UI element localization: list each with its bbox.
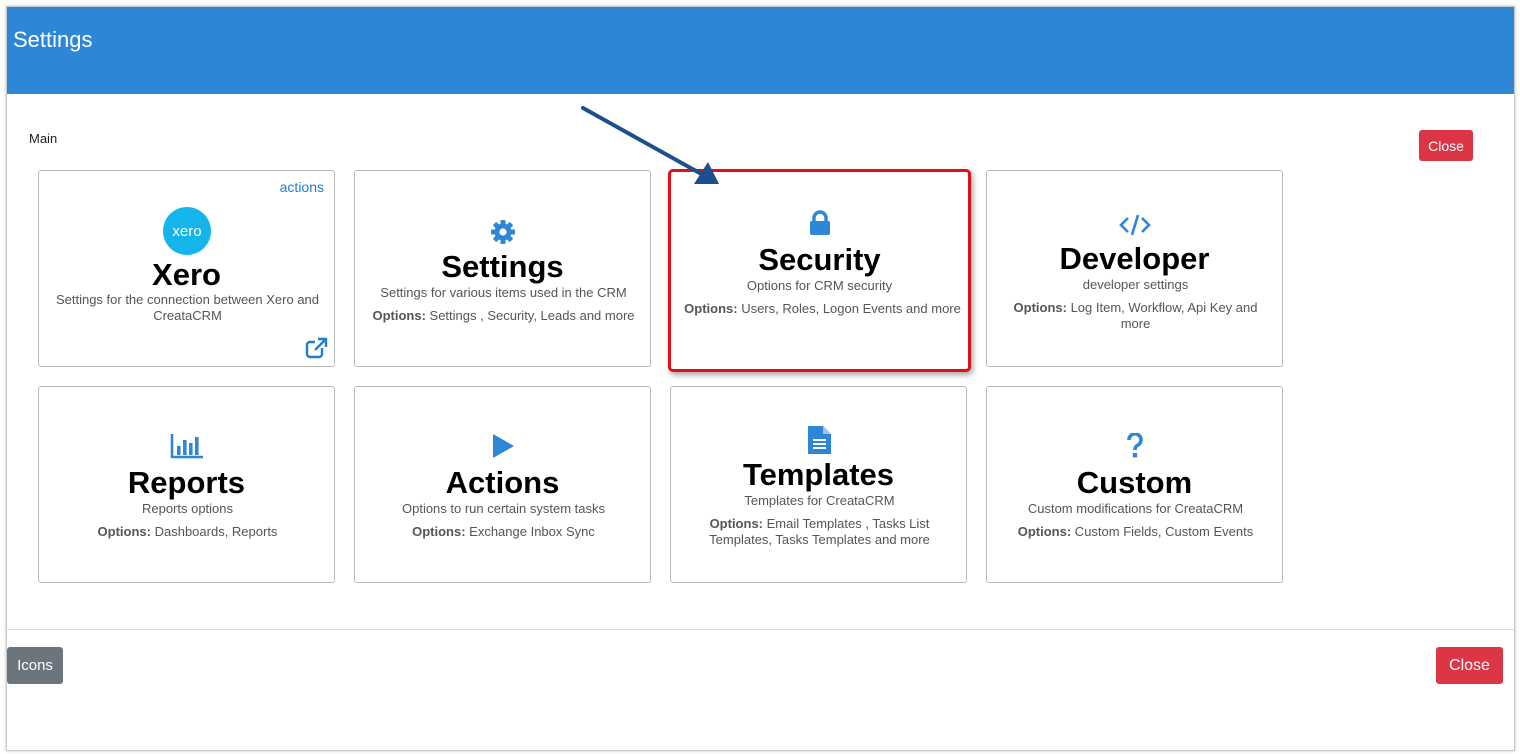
card-title: Security: [758, 242, 881, 277]
breadcrumb: Main: [29, 131, 58, 146]
card-developer[interactable]: Developer developer settings Options: Lo…: [986, 170, 1283, 367]
card-title: Settings: [441, 249, 564, 284]
options-label: Options:: [709, 516, 763, 531]
card-options: Options: Email Templates , Tasks List Te…: [681, 516, 958, 548]
card-reports[interactable]: Reports Reports options Options: Dashboa…: [38, 386, 335, 583]
settings-window: Settings Main Close actions xero Xero Se…: [6, 6, 1515, 751]
card-description: Options for CRM security: [746, 278, 893, 293]
gear-icon: [355, 219, 650, 245]
options-label: Options:: [684, 301, 738, 316]
card-title: Actions: [445, 465, 560, 500]
xero-logo-icon: xero: [39, 207, 334, 255]
card-actions[interactable]: Actions Options to run certain system ta…: [354, 386, 651, 583]
card-description: Custom modifications for CreataCRM: [1027, 501, 1244, 516]
card-options: Options: Exchange Inbox Sync: [365, 524, 642, 540]
question-icon: [987, 433, 1282, 459]
card-title: Xero: [152, 257, 221, 292]
options-text: Dashboards, Reports: [150, 524, 278, 539]
card-templates[interactable]: Templates Templates for CreataCRM Option…: [670, 386, 967, 583]
options-label: Options:: [412, 524, 466, 539]
card-custom[interactable]: Custom Custom modifications for CreataCR…: [986, 386, 1283, 583]
options-text: Exchange Inbox Sync: [465, 524, 595, 539]
page-title: Settings: [13, 27, 93, 52]
card-description: Settings for the connection between Xero…: [55, 292, 320, 323]
options-label: Options:: [1017, 524, 1072, 539]
card-description: Templates for CreataCRM: [744, 493, 895, 508]
options-text: Settings , Security, Leads and more: [425, 308, 635, 323]
options-text: Users, Roles, Logon Events and more: [737, 301, 961, 316]
close-button-top[interactable]: Close: [1419, 130, 1473, 161]
options-text: Log Item, Workflow, Api Key and more: [1066, 300, 1258, 331]
card-description: Reports options: [141, 501, 234, 516]
xero-logo-text: xero: [172, 223, 201, 240]
card-options: Options: Log Item, Workflow, Api Key and…: [997, 300, 1274, 332]
card-title: Templates: [742, 457, 895, 492]
document-icon: [671, 425, 966, 455]
card-options: Options: Settings , Security, Leads and …: [365, 308, 642, 324]
options-text: Email Templates , Tasks List Templates, …: [709, 516, 930, 547]
bar-chart-icon: [39, 433, 334, 459]
icons-button[interactable]: Icons: [7, 647, 63, 684]
xero-actions-link[interactable]: actions: [279, 179, 324, 195]
play-icon: [355, 433, 650, 459]
card-description: developer settings: [1082, 277, 1189, 292]
card-options: Options: Users, Roles, Logon Events and …: [684, 301, 961, 317]
options-label: Options:: [1013, 300, 1067, 315]
code-icon: [987, 213, 1282, 237]
card-options: Options: Dashboards, Reports: [49, 524, 326, 540]
card-title: Developer: [1059, 241, 1210, 276]
external-link-icon[interactable]: [305, 336, 329, 360]
card-description: Settings for various items used in the C…: [380, 285, 627, 300]
card-security[interactable]: Security Options for CRM security Option…: [668, 169, 971, 372]
card-title: Custom: [1076, 465, 1193, 500]
footer-divider: [7, 629, 1514, 630]
lock-icon: [671, 210, 968, 236]
header-bar: Settings: [7, 7, 1514, 94]
options-label: Options:: [372, 308, 426, 323]
options-text: Custom Fields, Custom Events: [1071, 524, 1254, 539]
card-settings[interactable]: Settings Settings for various items used…: [354, 170, 651, 367]
close-button-bottom[interactable]: Close: [1436, 647, 1503, 684]
card-title: Reports: [127, 465, 246, 500]
options-label: Options:: [97, 524, 151, 539]
card-description: Options to run certain system tasks: [401, 501, 606, 516]
card-options: Options: Custom Fields, Custom Events: [997, 524, 1274, 540]
card-xero[interactable]: actions xero Xero Settings for the conne…: [38, 170, 335, 367]
